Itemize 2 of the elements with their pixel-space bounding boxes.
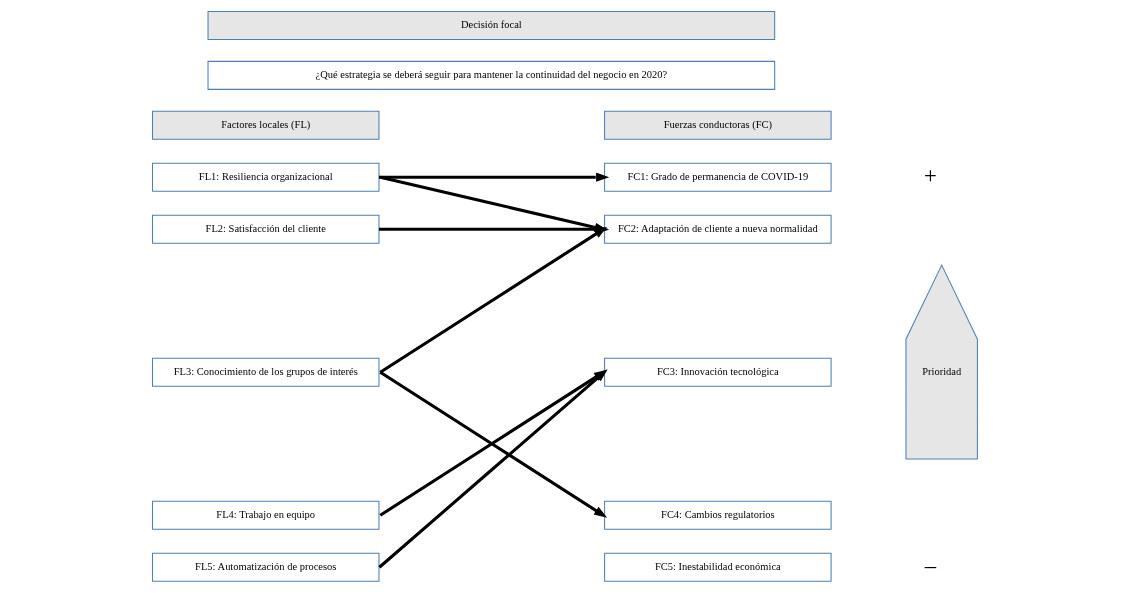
- label: +: [923, 162, 937, 188]
- label: –: [924, 552, 937, 578]
